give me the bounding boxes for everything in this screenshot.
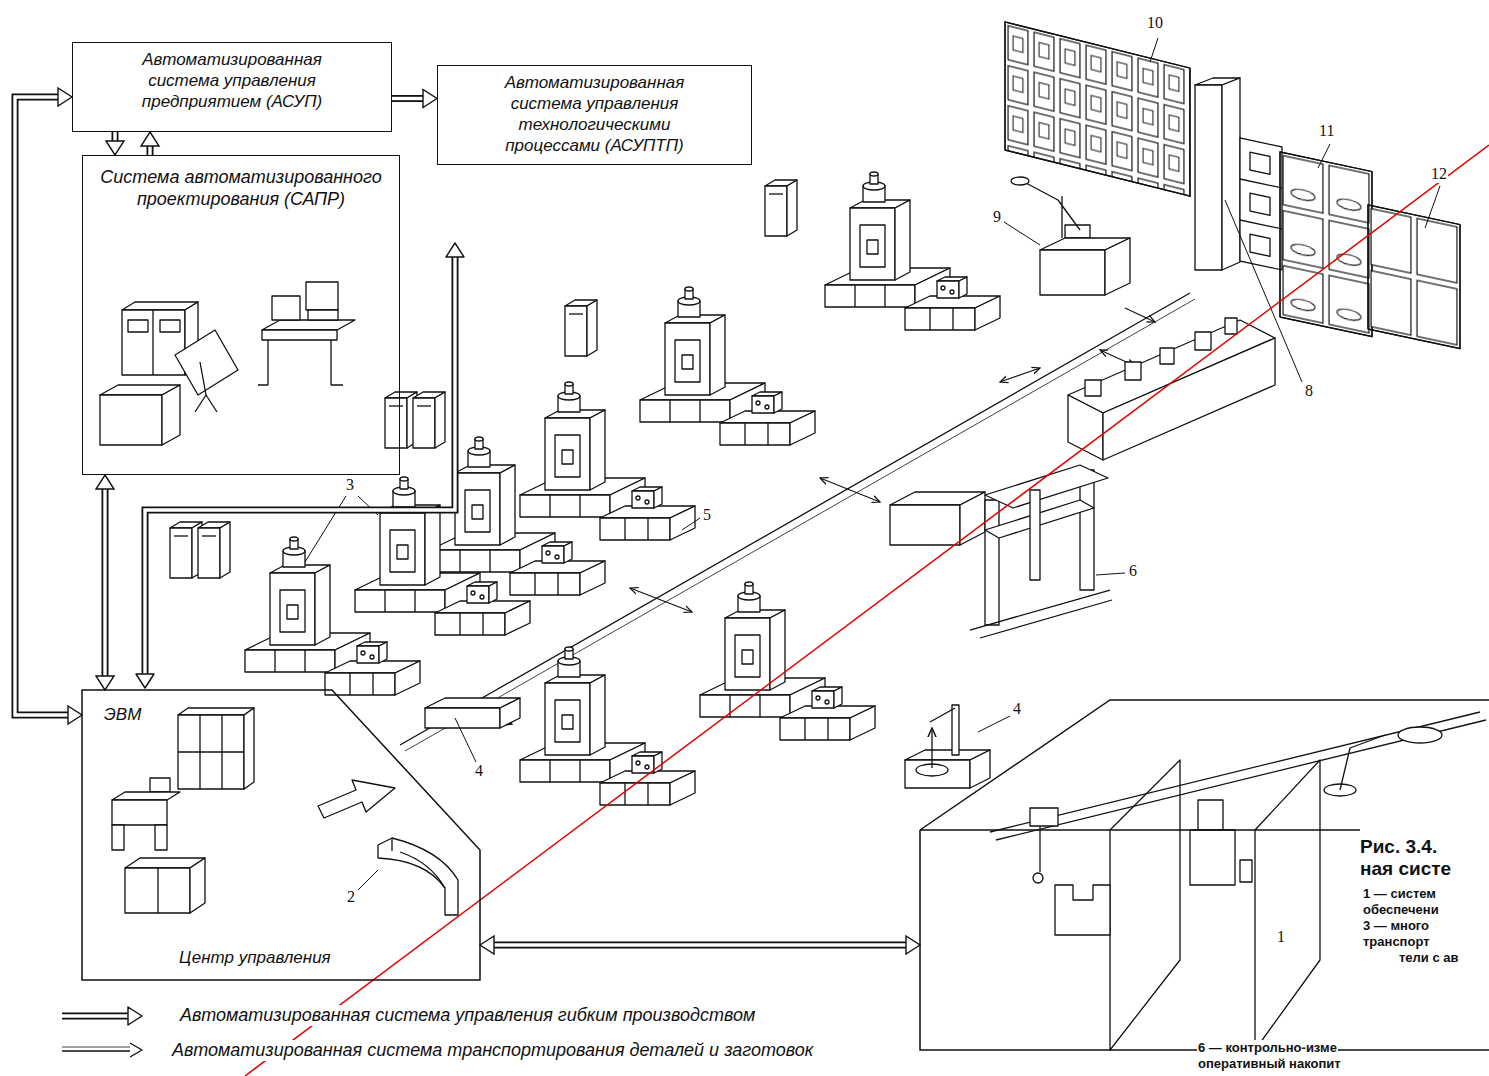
arrow-head [106, 141, 124, 155]
arrow-head [58, 88, 72, 106]
arrow-shaft-inner [15, 97, 68, 715]
figure-key-line: оперативный накопит [1197, 1056, 1342, 1071]
node-text: Центр управления [177, 947, 333, 968]
arrow-shaft [147, 146, 154, 155]
outline-path [82, 690, 480, 980]
node-text: Система автоматизированного проектирован… [95, 166, 387, 210]
node-text: ЭВМ [102, 704, 143, 725]
callout-number: 12 [1430, 165, 1448, 183]
control-arrow [480, 936, 920, 954]
arrow-head [906, 936, 920, 954]
flow-arrow [136, 243, 464, 688]
callout-number: 10 [1146, 14, 1164, 32]
arrow-shaft-inner [392, 97, 423, 100]
red-annotation-line [245, 145, 1489, 1076]
arrow-head [480, 936, 494, 954]
node-outline [82, 690, 480, 980]
figure-key-line: обеспечени [1362, 902, 1440, 917]
arrow-shaft [15, 97, 68, 715]
legend-text: Автоматизированная система управления ги… [180, 1005, 755, 1025]
arrow-shaft [102, 489, 109, 676]
legend-text: Автоматизированная система транспортиров… [172, 1040, 813, 1060]
control-arrow [96, 475, 114, 690]
callout-number: 4 [474, 762, 484, 780]
pallet-shuttle [425, 698, 520, 728]
arrow-head [96, 676, 114, 690]
cad-equipment [100, 282, 355, 445]
figure-key-line: тели с ав [1398, 950, 1460, 965]
figure-key-line: 3 — много [1362, 918, 1430, 933]
leader-lines [305, 38, 1440, 890]
measuring-machine [890, 465, 1112, 638]
figure-key-line: 1 — систем [1362, 886, 1437, 901]
workshop-interior [990, 712, 1486, 1050]
cad-region: Система автоматизированного проектирован… [82, 155, 400, 475]
figure-key-line: 6 — контрольно-изме [1197, 1040, 1338, 1055]
callout-number: 2 [346, 888, 356, 906]
callout-number: 3 [345, 476, 355, 494]
arrow-shaft-inner [494, 943, 906, 946]
control-arrow [106, 132, 124, 155]
arrow-head [141, 132, 159, 146]
control-arrow [141, 132, 159, 155]
legend-row: Автоматизированная система управления ги… [178, 1005, 757, 1026]
arrow-shaft [494, 942, 906, 949]
arrow-shaft [392, 95, 423, 102]
machining-centers [520, 647, 695, 805]
loading-station [1011, 177, 1130, 295]
arrow-head [423, 90, 437, 108]
node-text: Автоматизированная система управления те… [495, 72, 695, 156]
transport-rail [400, 293, 1195, 751]
control-center: ЭВМ Центр управления [82, 690, 480, 980]
callout-number: 9 [992, 208, 1002, 226]
arrow-shaft-inner [103, 489, 106, 676]
robot [905, 705, 990, 788]
system-box: Автоматизированная система управления пр… [72, 42, 392, 132]
figure-key-line: транспорт [1362, 934, 1431, 949]
callout-number: 6 [1128, 562, 1138, 580]
arrow-head [68, 706, 82, 724]
arrow-head [96, 475, 114, 489]
legend-row: Автоматизированная система транспортиров… [170, 1040, 815, 1061]
computer-equipment [112, 708, 458, 915]
legend-sample [62, 1007, 142, 1057]
callout-number: 5 [702, 506, 712, 524]
arrow-shaft-inner [148, 146, 151, 155]
storage-rack [1005, 22, 1460, 349]
control-arrow [392, 90, 437, 108]
machining-centers [245, 172, 1000, 740]
node-text: 1 [1275, 928, 1287, 946]
arrow-shaft [112, 132, 119, 141]
system-box: Автоматизированная система управления те… [437, 65, 752, 165]
callout-number: 8 [1304, 382, 1314, 400]
figure-caption: Рис. 3.4. ная систе [1360, 836, 1472, 880]
control-arrow [15, 88, 82, 724]
callout-number: 11 [1318, 122, 1335, 140]
node-text: Автоматизированная система управления пр… [132, 49, 332, 112]
outline-path [920, 700, 1489, 1050]
arrow-shaft-inner [113, 132, 116, 141]
callout-number: 4 [1012, 700, 1022, 718]
pallet-conveyor [1068, 318, 1275, 460]
